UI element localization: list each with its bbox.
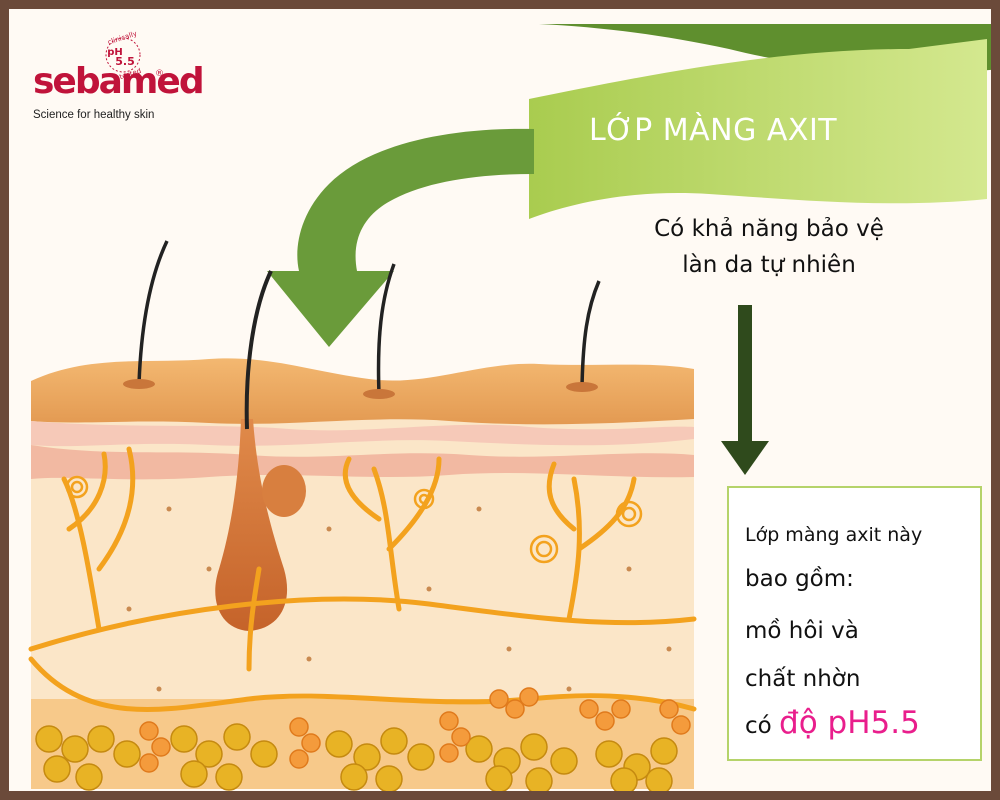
fat-cells [35,687,691,791]
subtitle-line-2: làn da tự nhiên [682,252,856,278]
dermis-dots [126,506,672,692]
hair [580,280,601,388]
info-line-5-prefix: có [745,713,772,739]
curved-arrow [267,128,534,347]
hair [244,270,273,430]
epidermis [31,358,694,425]
brand-tagline: Science for healthy skin [33,109,155,121]
down-arrow-shaft [738,305,752,443]
badge-top-text: clinically [107,31,138,47]
down-arrow-head [721,441,769,475]
registered-mark: ® [155,69,164,79]
banner-ribbon [529,39,987,219]
info-line-5: có độ pH5.5 [745,705,920,741]
info-box: Lớp màng axit này bao gồm: mồ hôi và chấ… [727,486,982,761]
hair [137,240,169,385]
brand-wordmark: sebamed [33,61,205,102]
epidermis-edge [31,421,694,447]
subtitle-line-1: Có khả năng bảo vệ [654,216,884,242]
ph-highlight: độ pH5.5 [779,705,920,741]
skin-illustration [28,24,991,791]
badge-ph-text: pH [107,47,123,58]
hair [376,263,396,395]
badge-value-text: 5.5 [115,55,135,68]
basal-layer [31,445,694,480]
info-line-1: Lớp màng axit này [745,524,923,546]
info-line-3: mồ hôi và [745,618,859,644]
hair-follicle [215,419,288,631]
sebaceous-gland [262,465,306,517]
info-line-4: chất nhờn [745,666,861,692]
info-line-2: bao gồm: [745,566,854,592]
banner-title: LỚP MÀNG AXIT [589,113,838,148]
banner-subtitle: Có khả năng bảo vệ làn da tự nhiên [599,211,939,283]
nerve-endings [65,475,643,564]
